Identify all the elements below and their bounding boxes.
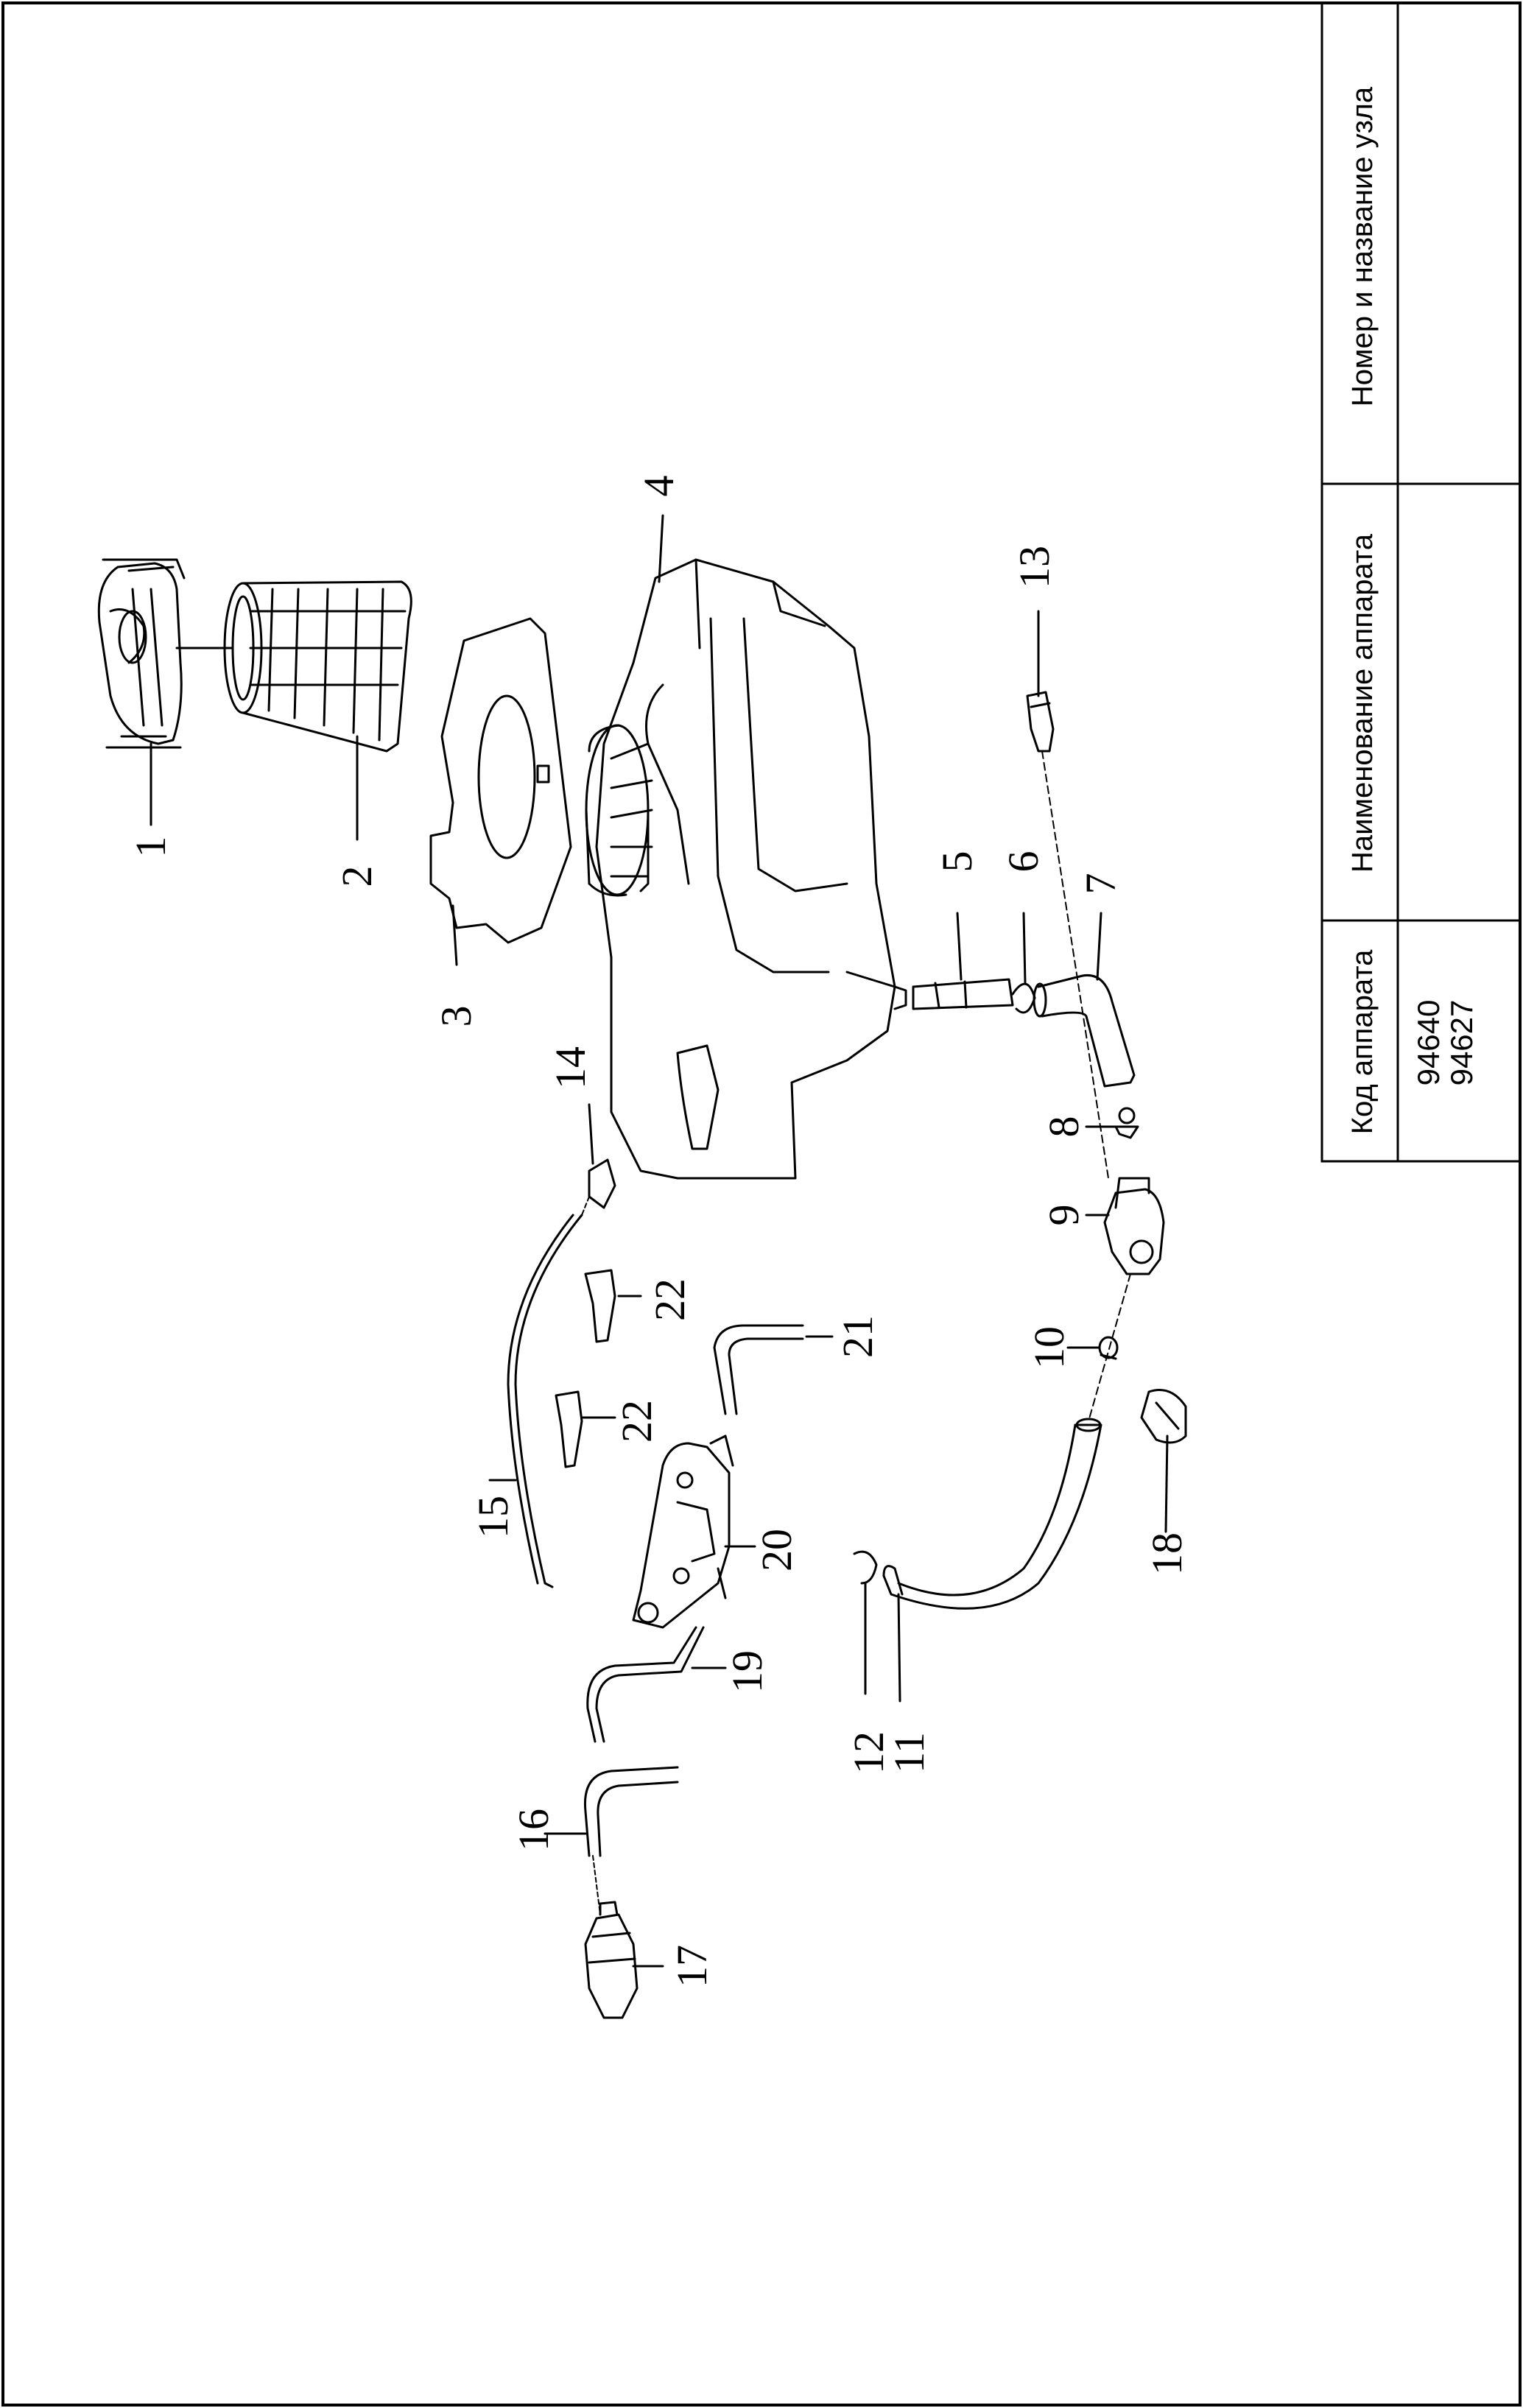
code-value-2: 94627 bbox=[1444, 999, 1479, 1086]
part-2-filter bbox=[223, 580, 412, 753]
callout-11: 11 bbox=[885, 1732, 933, 1773]
part-21-hose bbox=[713, 1324, 804, 1415]
part-18-knob bbox=[1140, 1389, 1187, 1444]
leader-4 bbox=[658, 514, 664, 583]
dash-13 bbox=[1041, 750, 1109, 1179]
part-16-hose bbox=[583, 1766, 679, 1857]
part-4-fuel-tank bbox=[585, 558, 907, 1180]
title-col-code-header: Код аппарата bbox=[1346, 949, 1379, 1135]
dash-11 bbox=[1088, 1273, 1131, 1422]
part-22-elbow-a bbox=[584, 1269, 616, 1343]
leader-5 bbox=[956, 912, 963, 981]
part-14-grommet bbox=[588, 1158, 616, 1209]
callout-9: 9 bbox=[1040, 1204, 1088, 1226]
part-17-fuel-filter bbox=[584, 1901, 639, 2019]
title-col-unit-header: Номер и название узла bbox=[1346, 86, 1379, 407]
callout-8: 8 bbox=[1040, 1116, 1088, 1138]
callout-17: 17 bbox=[668, 1945, 716, 1988]
part-1-fuel-cap bbox=[97, 558, 186, 749]
callout-12: 12 bbox=[845, 1731, 893, 1774]
part-5-pipe bbox=[912, 978, 1014, 1010]
callout-18: 18 bbox=[1143, 1532, 1191, 1575]
dash-15 bbox=[581, 1196, 590, 1216]
leader-11 bbox=[897, 1593, 901, 1703]
part-11-hose bbox=[882, 1418, 1102, 1610]
leader-18 bbox=[1164, 1434, 1169, 1533]
leader-7 bbox=[1096, 912, 1102, 981]
callout-19: 19 bbox=[723, 1650, 771, 1693]
part-13-bolt bbox=[1026, 691, 1055, 753]
callout-1: 1 bbox=[127, 836, 175, 858]
callout-16: 16 bbox=[510, 1809, 558, 1851]
leader-14 bbox=[588, 1103, 594, 1165]
callout-13: 13 bbox=[1010, 546, 1058, 588]
callout-10: 10 bbox=[1025, 1326, 1073, 1369]
part-12-clip bbox=[853, 1550, 878, 1585]
callout-2: 2 bbox=[333, 865, 381, 887]
leader-3 bbox=[451, 904, 458, 966]
leader-6 bbox=[1022, 912, 1027, 985]
callout-15: 15 bbox=[469, 1496, 517, 1538]
callout-22b: 22 bbox=[613, 1400, 661, 1443]
callout-4: 4 bbox=[635, 475, 683, 497]
callout-21: 21 bbox=[834, 1315, 882, 1358]
part-9-tap bbox=[1103, 1177, 1165, 1275]
part-7-hose bbox=[1033, 974, 1136, 1088]
part-20-fuel-pump bbox=[632, 1434, 734, 1629]
part-19-hose bbox=[586, 1626, 705, 1743]
callout-7: 7 bbox=[1077, 873, 1125, 895]
part-10-clip bbox=[1098, 1336, 1119, 1360]
part-3-plate bbox=[429, 617, 572, 944]
title-col-name-header: Наименование аппарата bbox=[1346, 534, 1379, 873]
callout-6: 6 bbox=[999, 851, 1047, 873]
callout-3: 3 bbox=[432, 1005, 480, 1027]
part-8-clip bbox=[1114, 1107, 1139, 1139]
part-22-elbow-b bbox=[555, 1390, 583, 1468]
part-6-clip bbox=[1011, 982, 1036, 1014]
dash-16 bbox=[592, 1855, 601, 1915]
callout-20: 20 bbox=[753, 1529, 801, 1571]
callout-22a: 22 bbox=[646, 1278, 694, 1321]
callout-5: 5 bbox=[933, 851, 981, 873]
parts-diagram bbox=[97, 514, 1187, 2019]
callout-14: 14 bbox=[546, 1046, 594, 1089]
part-15-vent-tube bbox=[507, 1214, 583, 1588]
title-block bbox=[1320, 1, 1522, 1163]
code-value-1: 94640 bbox=[1411, 999, 1446, 1086]
